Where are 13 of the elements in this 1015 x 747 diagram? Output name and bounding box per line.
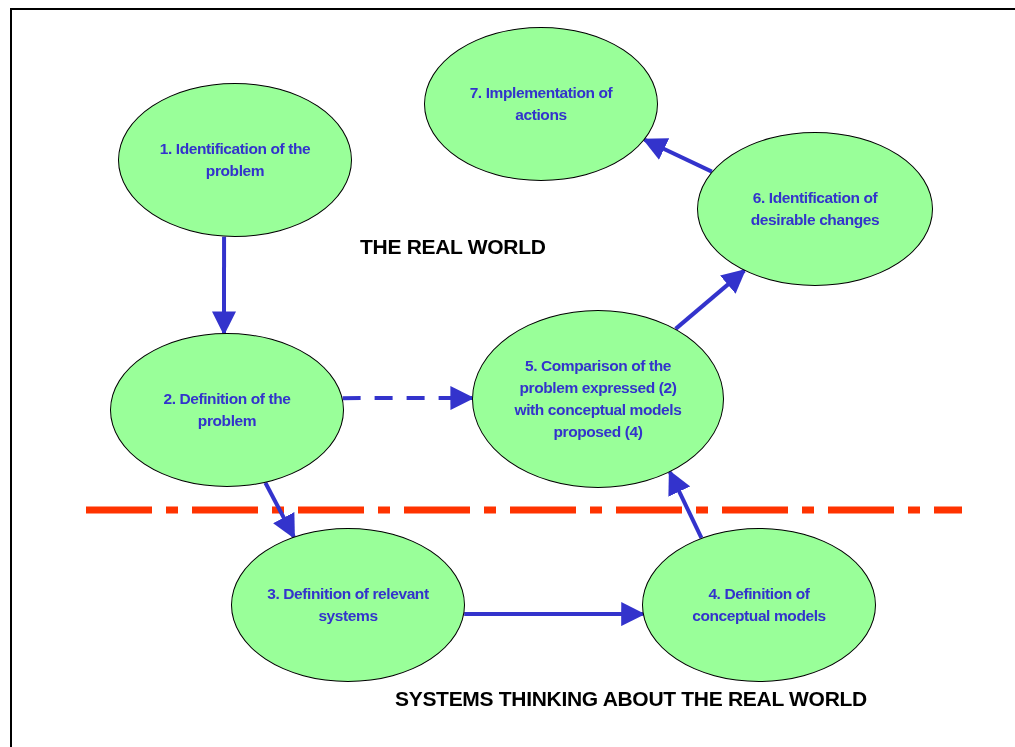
step-text: 3. Definition of relevant systems (266, 584, 430, 626)
arrow (263, 481, 296, 539)
arrow (668, 469, 704, 539)
arrow (674, 269, 747, 331)
step-text: 6. Identification of desirable changes (749, 188, 881, 230)
step-text: 4. Definition of conceptual models (691, 584, 827, 626)
step-text: 7. Implementation of actions (468, 83, 614, 125)
step-text: 1. Identification of the problem (158, 139, 312, 181)
step-text: 5. Comparison of the problem expressed (2) with conceptual models proposed (4) (513, 356, 683, 442)
region-heading: THE REAL WORLD (360, 235, 546, 259)
arrow (642, 138, 713, 174)
step-text: 2. Definition of the problem (162, 389, 292, 431)
region-heading: SYSTEMS THINKING ABOUT THE REAL WORLD (395, 687, 867, 711)
